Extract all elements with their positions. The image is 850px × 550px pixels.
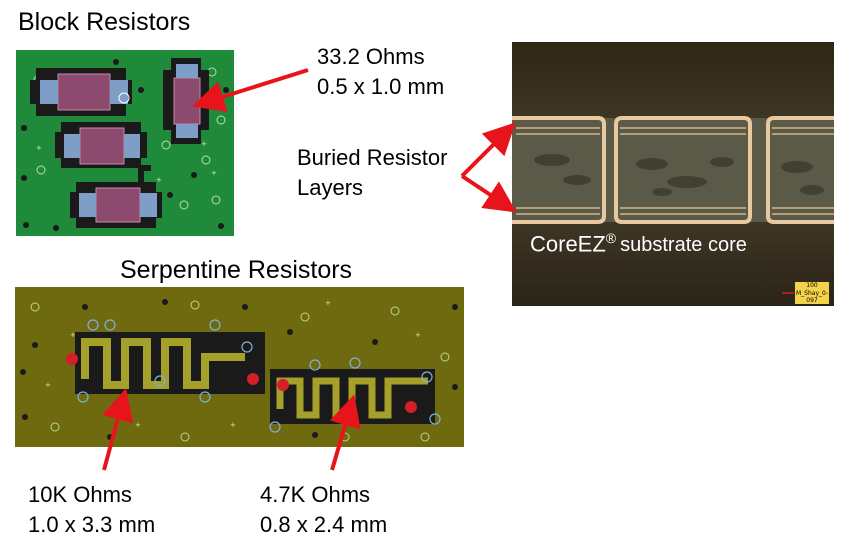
block-resistors-title: Block Resistors <box>18 8 191 36</box>
block-resistor-value: 33.2 Ohms <box>317 44 425 69</box>
serpentine-resistor-board: + + + + + + <box>15 287 464 447</box>
svg-text:+: + <box>135 421 141 429</box>
svg-text:+: + <box>211 169 217 177</box>
coreez-caption: CoreEZ®substrate core <box>530 230 747 257</box>
block-resistor-label: 33.2 Ohms 0.5 x 1.0 mm <box>317 42 444 102</box>
svg-text:+: + <box>325 299 331 307</box>
svg-text:+: + <box>45 381 51 389</box>
block-resistor-size: 0.5 x 1.0 mm <box>317 74 445 99</box>
serpentine2-size: 0.8 x 2.4 mm <box>260 512 388 537</box>
arrow-buried-upper <box>460 122 516 178</box>
buried-resistor-label: Buried Resistor Layers <box>297 143 447 203</box>
svg-text:+: + <box>230 421 236 429</box>
buried-resistor-line2: Layers <box>297 175 364 200</box>
serpentine2-label: 4.7K Ohms 0.8 x 2.4 mm <box>260 480 387 540</box>
scale-bar-id: M_Shay_0-097 <box>795 290 829 304</box>
registered-mark: ® <box>605 230 617 246</box>
serpentine-resistors-title: Serpentine Resistors <box>120 256 353 284</box>
arrow-buried-lower <box>460 174 517 213</box>
serpentine1-size: 1.0 x 3.3 mm <box>28 512 156 537</box>
svg-text:+: + <box>415 331 421 339</box>
svg-text:+: + <box>36 144 42 152</box>
block-resistor-board: +++ +++ <box>16 50 234 236</box>
serpentine2-value: 4.7K Ohms <box>260 482 371 507</box>
coreez-suffix: substrate core <box>620 234 747 257</box>
coreez-brand: CoreEZ <box>530 231 606 257</box>
serpentine1-value: 10K Ohms <box>28 482 132 507</box>
serpentine1-label: 10K Ohms 1.0 x 3.3 mm <box>28 480 155 540</box>
svg-text:+: + <box>201 140 207 148</box>
buried-resistor-line1: Buried Resistor <box>297 145 448 170</box>
svg-text:+: + <box>70 331 76 339</box>
svg-text:+: + <box>156 176 162 184</box>
coreez-substrate-micrograph <box>512 42 834 306</box>
